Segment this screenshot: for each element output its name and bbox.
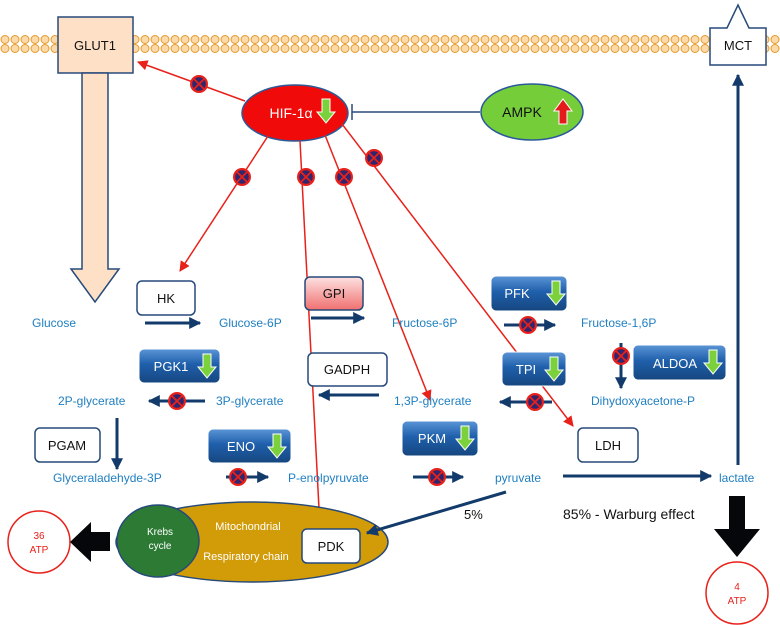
blocked-marker-icon [334,167,354,187]
blocked-marker-icon [427,467,447,487]
blocked-marker-icon [296,167,316,187]
enzyme-gpi[interactable]: GPI [304,276,364,311]
enzyme-pkm[interactable]: PKM [401,420,479,457]
atp-36-circle: 36 ATP [7,510,71,574]
aldoa-label: ALDOA [653,356,697,371]
krebs-label: Krebs [147,527,173,538]
metabolite-glucose-6p: Glucose-6P [219,316,282,330]
mct-transporter[interactable]: MCT [709,3,767,66]
krebs-cycle: Krebs cycle [116,504,200,578]
glut1-transporter[interactable]: GLUT1 [57,16,134,304]
enzyme-tpi[interactable]: TPI [501,351,567,387]
respiratory-chain-label: Respiratory chain [203,551,289,563]
pathway-arrows [111,73,744,536]
atp-36-unit: ATP [30,545,49,556]
blocked-marker-icon [525,392,545,412]
blocked-marker-icon [518,315,538,335]
tpi-label: TPI [516,362,536,377]
ampk-label: AMPK [502,104,542,120]
hif1a-label: HIF-1α [269,105,312,121]
big-arrow-to-36-atp [70,522,110,562]
metabolite-glucose: Glucose [32,316,76,330]
enzyme-pgk1[interactable]: PGK1 [138,348,221,384]
mct-label: MCT [724,38,752,53]
metabolite-lactate: lactate [719,471,755,485]
pdk-label: PDK [318,539,345,554]
blocked-marker-icon [364,148,384,168]
ldh-label: LDH [595,438,621,453]
enzyme-pgam[interactable]: PGAM [34,427,101,463]
blocked-marker-icon [611,346,631,366]
enzyme-ldh[interactable]: LDH [577,427,639,463]
metabolite-2p-glycerate: 2P-glycerate [58,394,126,408]
pfk-label: PFK [504,286,530,301]
hif-to-hk-arrow [179,135,269,272]
pgam-label: PGAM [48,438,86,453]
enzyme-pdk[interactable]: PDK [301,528,361,564]
hif1a-node[interactable]: HIF-1α [241,84,349,142]
gpi-label: GPI [323,286,345,301]
enzyme-eno[interactable]: ENO [207,428,292,464]
enzyme-pfk[interactable]: PFK [490,275,568,312]
blocked-marker-icon [189,74,209,94]
atp-4-unit: ATP [728,596,747,607]
eno-label: ENO [227,439,255,454]
metabolite-dihydroxyacetone-p: Dihydoxyacetone-P [591,394,695,408]
big-arrow-to-4-atp [714,496,760,557]
blocked-marker-icon [167,391,187,411]
metabolite-3p-glycerate: 3P-glycerate [216,394,284,408]
cell-membrane [0,31,780,53]
metabolite-fructose-16p: Fructose-1,6P [581,316,656,330]
pgk1-label: PGK1 [154,359,189,374]
metabolite-13p-glycerate: 1,3P-glycerate [394,394,472,408]
enzyme-hk[interactable]: HK [136,280,196,316]
mitochondrion: Mitochondrial Respiratory chain Krebs cy… [115,501,389,583]
hif-to-pdk-arrow [299,140,325,530]
hk-label: HK [157,291,175,306]
enzyme-aldoa[interactable]: ALDOA [632,344,727,381]
metabolite-pyruvate: pyruvate [495,471,541,485]
ampk-up-arrow-icon [553,98,573,125]
mitochondrial-label: Mitochondrial [215,521,280,533]
metabolite-glyceraldehyde-3p: Glyceraladehyde-3P [53,471,162,485]
enzyme-gadph[interactable]: GADPH [307,352,388,387]
atp-4-circle: 4 ATP [705,561,769,625]
warburg-effect-label: 85% - Warburg effect [563,506,695,522]
ampk-node[interactable]: AMPK [480,83,584,141]
atp-36-count: 36 [33,531,45,542]
gadph-label: GADPH [324,362,370,377]
glut1-label: GLUT1 [74,38,116,53]
five-percent-label: 5% [464,507,483,522]
blocked-marker-icon [228,467,248,487]
cycle-label: cycle [149,541,172,552]
metabolite-fructose-6p: Fructose-6P [392,316,457,330]
metabolite-p-enolpyruvate: P-enolpyruvate [288,471,369,485]
pkm-label: PKM [418,431,446,446]
ampk-inhibits-hif-line [351,104,480,120]
atp-4-count: 4 [734,582,740,593]
blocked-marker-icon [232,167,252,187]
